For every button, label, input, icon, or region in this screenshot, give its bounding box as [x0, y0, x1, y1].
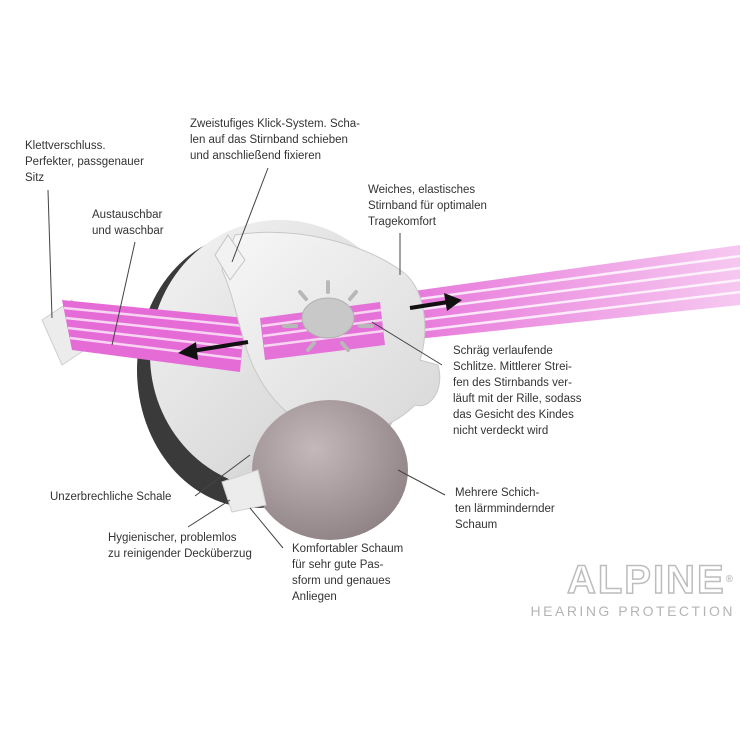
brand-logo: ALPINE® HEARING PROTECTION [520, 558, 735, 620]
leader-washable [111, 241, 136, 346]
registered-mark: ® [725, 574, 735, 585]
slot-marks [282, 280, 374, 352]
label-slots: Schräg verlaufende Schlitze. Mittlerer S… [453, 345, 582, 437]
label-washable: Austauschbar und waschbar [92, 209, 164, 237]
label-click-system: Zweistufiges Klick-System. Scha- len auf… [190, 118, 360, 162]
leader-cover [187, 499, 231, 528]
arrow-right [409, 293, 462, 311]
leader-click [231, 167, 269, 263]
center-hole [301, 297, 355, 339]
click-tab [214, 234, 246, 281]
leader-slots [371, 321, 443, 366]
label-shell: Unzerbrechliche Schale [50, 491, 172, 503]
label-foam-comfort: Komfortabler Schaum für sehr gute Pas- s… [292, 543, 404, 603]
label-headband: Weiches, elastisches Stirnband für optim… [368, 184, 487, 228]
label-foam-layers: Mehrere Schich- ten lärmmindernder Schau… [455, 487, 555, 531]
leader-shell [194, 454, 251, 497]
brand-subtitle: HEARING PROTECTION [530, 603, 735, 619]
comfort-foam [221, 469, 267, 513]
leader-foam-comfort [249, 507, 284, 549]
leader-velcro [47, 189, 53, 319]
brand-name: ALPINE® [566, 558, 735, 602]
leader-foam-layers [397, 469, 446, 496]
arrow-left [178, 340, 249, 360]
headband-left [62, 300, 245, 372]
label-cover: Hygienischer, problemlos zu reinigender … [108, 532, 252, 560]
leader-lines [47, 167, 446, 549]
foam-cushion [252, 400, 408, 540]
label-velcro: Klettverschluss. Perfekter, passgenauer … [25, 140, 144, 184]
